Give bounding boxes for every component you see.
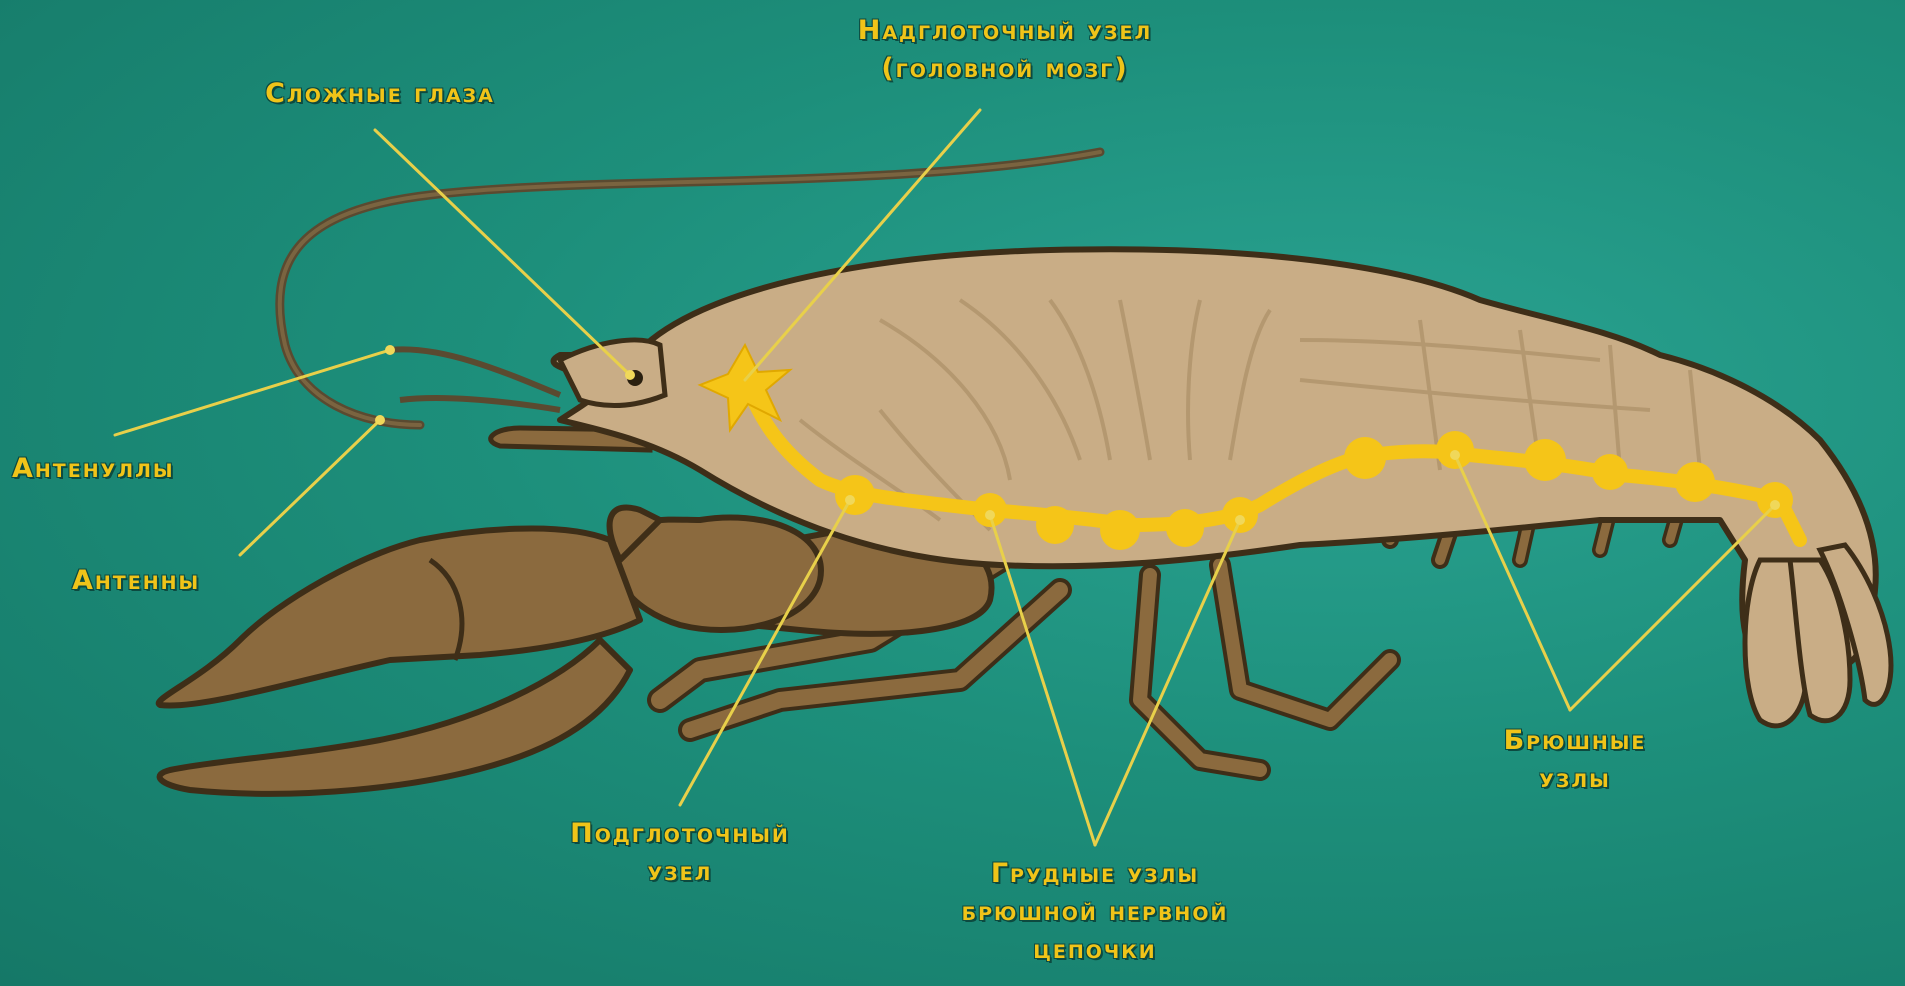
rostrum [560, 340, 665, 405]
label-antennae: Антенны [72, 562, 282, 600]
label-supraesophageal-ganglion: Надглоточный узел (головной мозг) [800, 12, 1210, 88]
antennule-lower [400, 398, 560, 410]
label-subesophageal-ganglion: Подглоточный узел [520, 815, 840, 891]
label-abdominal-ganglia: Брюшные узлы [1460, 722, 1690, 798]
label-thoracic-ganglia: Грудные узлы брюшной нервной цепочки [900, 855, 1290, 969]
label-compound-eyes: Сложные глаза [220, 75, 540, 113]
antennule-upper [390, 349, 560, 395]
label-antennules: Антенуллы [12, 450, 242, 488]
